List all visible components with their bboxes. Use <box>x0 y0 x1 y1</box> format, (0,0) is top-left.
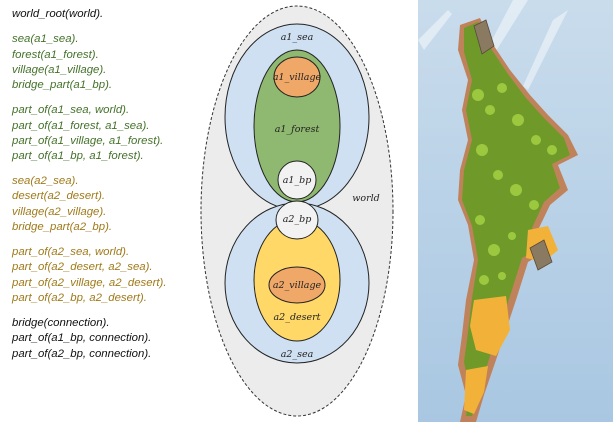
region-hierarchy-diagram: a1_sea a1_village a1_forest a1_bp world … <box>200 5 394 417</box>
label-a1-bp: a1_bp <box>283 175 312 186</box>
code-line: part_of(a2_desert, a2_sea). <box>12 261 153 274</box>
a1-village-region <box>273 56 321 98</box>
block-gap <box>12 306 217 316</box>
code-line: part_of(a1_bp, connection). <box>12 332 152 345</box>
label-a2-bp: a2_bp <box>283 214 312 225</box>
code-line: sea(a1_sea). <box>12 33 79 46</box>
logic-program: world_root(world). sea(a1_sea). forest(a1_… <box>12 7 217 362</box>
code-line: part_of(a1_sea, world). <box>12 104 130 117</box>
label-a1-village: a1_village <box>273 72 322 83</box>
village-building-middle <box>529 239 553 271</box>
sand-patch-lower <box>470 296 510 356</box>
code-line: bridge(connection). <box>12 317 110 330</box>
code-line: forest(a1_forest). <box>12 48 99 61</box>
code-line: part_of(a1_forest, a1_sea). <box>12 119 150 132</box>
block-gap <box>12 164 217 174</box>
code-line: village(a1_village). <box>12 63 107 76</box>
trees <box>472 83 557 285</box>
code-line: part_of(a1_bp, a1_forest). <box>12 149 144 162</box>
block-gap <box>12 235 217 245</box>
code-line: bridge_part(a1_bp). <box>12 78 113 91</box>
a1-bridge-part-region <box>277 160 317 200</box>
code-line: bridge_part(a2_bp). <box>12 220 113 233</box>
label-a1-forest: a1_forest <box>275 124 320 135</box>
code-line: part_of(a2_sea, world). <box>12 246 130 259</box>
label-a2-desert: a2_desert <box>273 312 320 323</box>
code-line: part_of(a1_village, a1_forest). <box>12 134 164 147</box>
label-a2-village: a2_village <box>273 280 322 291</box>
minecraft-terrain-render <box>418 0 613 422</box>
code-line: world_root(world). <box>12 8 104 20</box>
code-line: part_of(a2_bp, a2_desert). <box>12 291 147 304</box>
code-line: part_of(a2_bp, connection). <box>12 347 152 360</box>
code-line: village(a2_village). <box>12 205 107 218</box>
label-world: world <box>352 193 380 204</box>
a2-bridge-part-region <box>275 200 319 240</box>
sand-patch-bottom <box>464 366 488 414</box>
block-gap <box>12 93 217 103</box>
a2-village-region <box>268 266 326 304</box>
village-building-top <box>473 19 495 55</box>
label-a2-sea: a2_sea <box>281 349 314 360</box>
block-gap <box>12 22 217 32</box>
code-line: desert(a2_desert). <box>12 190 106 203</box>
code-line: sea(a2_sea). <box>12 175 79 188</box>
code-line: part_of(a2_village, a2_desert). <box>12 276 167 289</box>
label-a1-sea: a1_sea <box>281 32 314 43</box>
